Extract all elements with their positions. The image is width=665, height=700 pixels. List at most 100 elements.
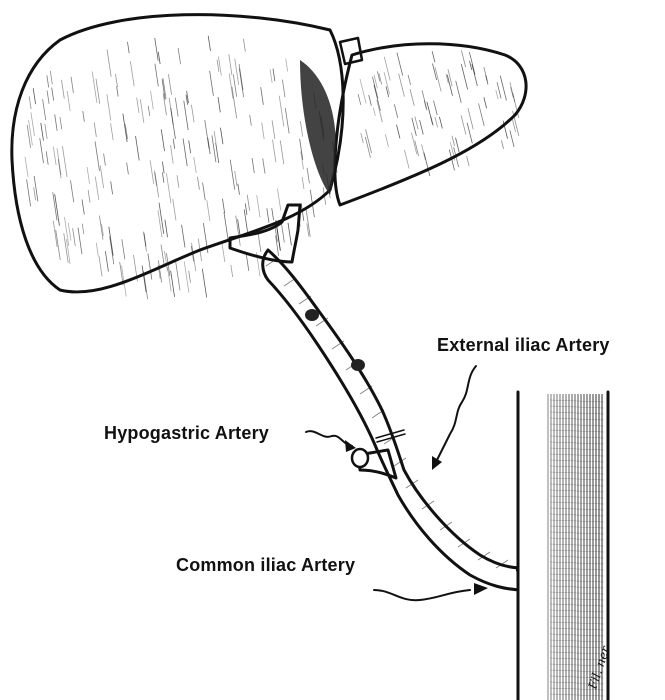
hatch-stroke [99,215,104,240]
hatch-stroke [373,74,378,89]
hatch-stroke [52,220,58,248]
hatch-stroke [431,51,436,63]
hatch-stroke [161,172,165,183]
hatch-stroke [95,78,101,104]
hatch-stroke [147,105,151,117]
liver [10,13,528,300]
hatch-stroke [383,56,391,81]
hatch-stroke [221,242,226,263]
hatch-stroke [549,651,605,655]
hatch-stroke [103,153,106,166]
hatch-stroke [154,37,159,61]
hatch-stroke [509,130,515,148]
hatch-stroke [549,429,605,433]
hatch-stroke [99,165,105,189]
hatch-stroke [188,270,191,283]
hatch-stroke [162,78,167,99]
hatch-stroke [228,73,234,99]
hatch-stroke [30,112,35,137]
hatch-stroke [496,82,502,99]
hatch-stroke [298,295,312,305]
hatch-stroke [331,340,345,350]
hatch-stroke [127,41,130,54]
hatch-stroke [24,156,29,177]
hatch-stroke [414,140,420,157]
hatch-stroke [483,97,487,109]
hatch-stroke [150,90,154,110]
hatch-stroke [217,96,221,113]
hatch-stroke [357,94,362,105]
hatch-stroke [411,117,417,137]
hatch-stroke [549,615,605,619]
hatch-stroke [170,145,174,164]
hatch-stroke [109,236,115,265]
hatch-stroke [383,72,390,95]
hatch-stroke [143,232,147,247]
hatch-stroke [372,76,379,99]
hatch-stroke [549,471,605,475]
hatch-stroke [299,121,304,137]
hatch-stroke [157,51,161,65]
hatch-stroke [378,73,383,85]
hatch-stroke [277,188,282,211]
hatch-stroke [549,549,605,553]
hatch-stroke [183,261,190,293]
hatch-stroke [478,103,485,126]
hatch-stroke [549,573,605,577]
hatch-stroke [549,465,605,469]
hatch-stroke [439,116,443,129]
hatch-stroke [549,627,605,631]
falciform-ligament [338,36,364,66]
hatch-stroke [549,423,605,427]
hatch-stroke [510,87,514,98]
hatch-stroke [141,265,147,293]
ligature-knot-hypogastric [350,447,370,469]
hatch-stroke [368,94,372,106]
hatch-stroke [315,317,329,327]
hatch-stroke [549,591,605,595]
hatch-stroke [54,114,58,131]
hatch-stroke [306,167,310,184]
hatch-stroke [188,140,192,154]
hatch-stroke [28,119,33,146]
hatch-stroke [549,507,605,511]
hatch-stroke [206,200,211,222]
hatch-stroke [549,555,605,559]
hatch-stroke [87,190,91,203]
hatch-stroke [445,73,449,84]
hatch-stroke [67,222,72,241]
hatch-stroke [549,501,605,505]
hatch-stroke [461,50,466,68]
hatch-stroke [49,70,53,85]
hatch-stroke [251,157,255,174]
hatch-stroke [405,479,419,489]
hatch-stroke [193,156,197,174]
hatch-stroke [448,149,455,171]
hatch-stroke [197,238,202,262]
hatch-stroke [55,229,61,261]
hatch-stroke [70,180,75,203]
hatch-stroke [110,123,114,141]
hatch-stroke [245,252,250,271]
hatch-stroke [365,129,372,154]
hatch-stroke [477,551,491,561]
hatch-stroke [126,162,129,175]
aorta [516,390,610,700]
hatch-stroke [72,228,76,247]
hatch-stroke [256,195,261,218]
hatch-stroke [376,71,381,82]
hatch-stroke [166,253,171,277]
hatch-stroke [433,100,438,116]
hatch-stroke [457,538,471,548]
hatch-stroke [168,74,172,95]
hatch-stroke [197,176,200,190]
hatch-stroke [246,194,251,211]
hatch-stroke [26,179,32,207]
hatch-stroke [32,88,36,105]
hatch-stroke [549,435,605,439]
hatch-stroke [54,194,60,226]
hatch-stroke [455,80,462,103]
hatch-stroke [549,633,605,637]
hatch-stroke [81,199,85,215]
hatch-stroke [549,411,605,415]
